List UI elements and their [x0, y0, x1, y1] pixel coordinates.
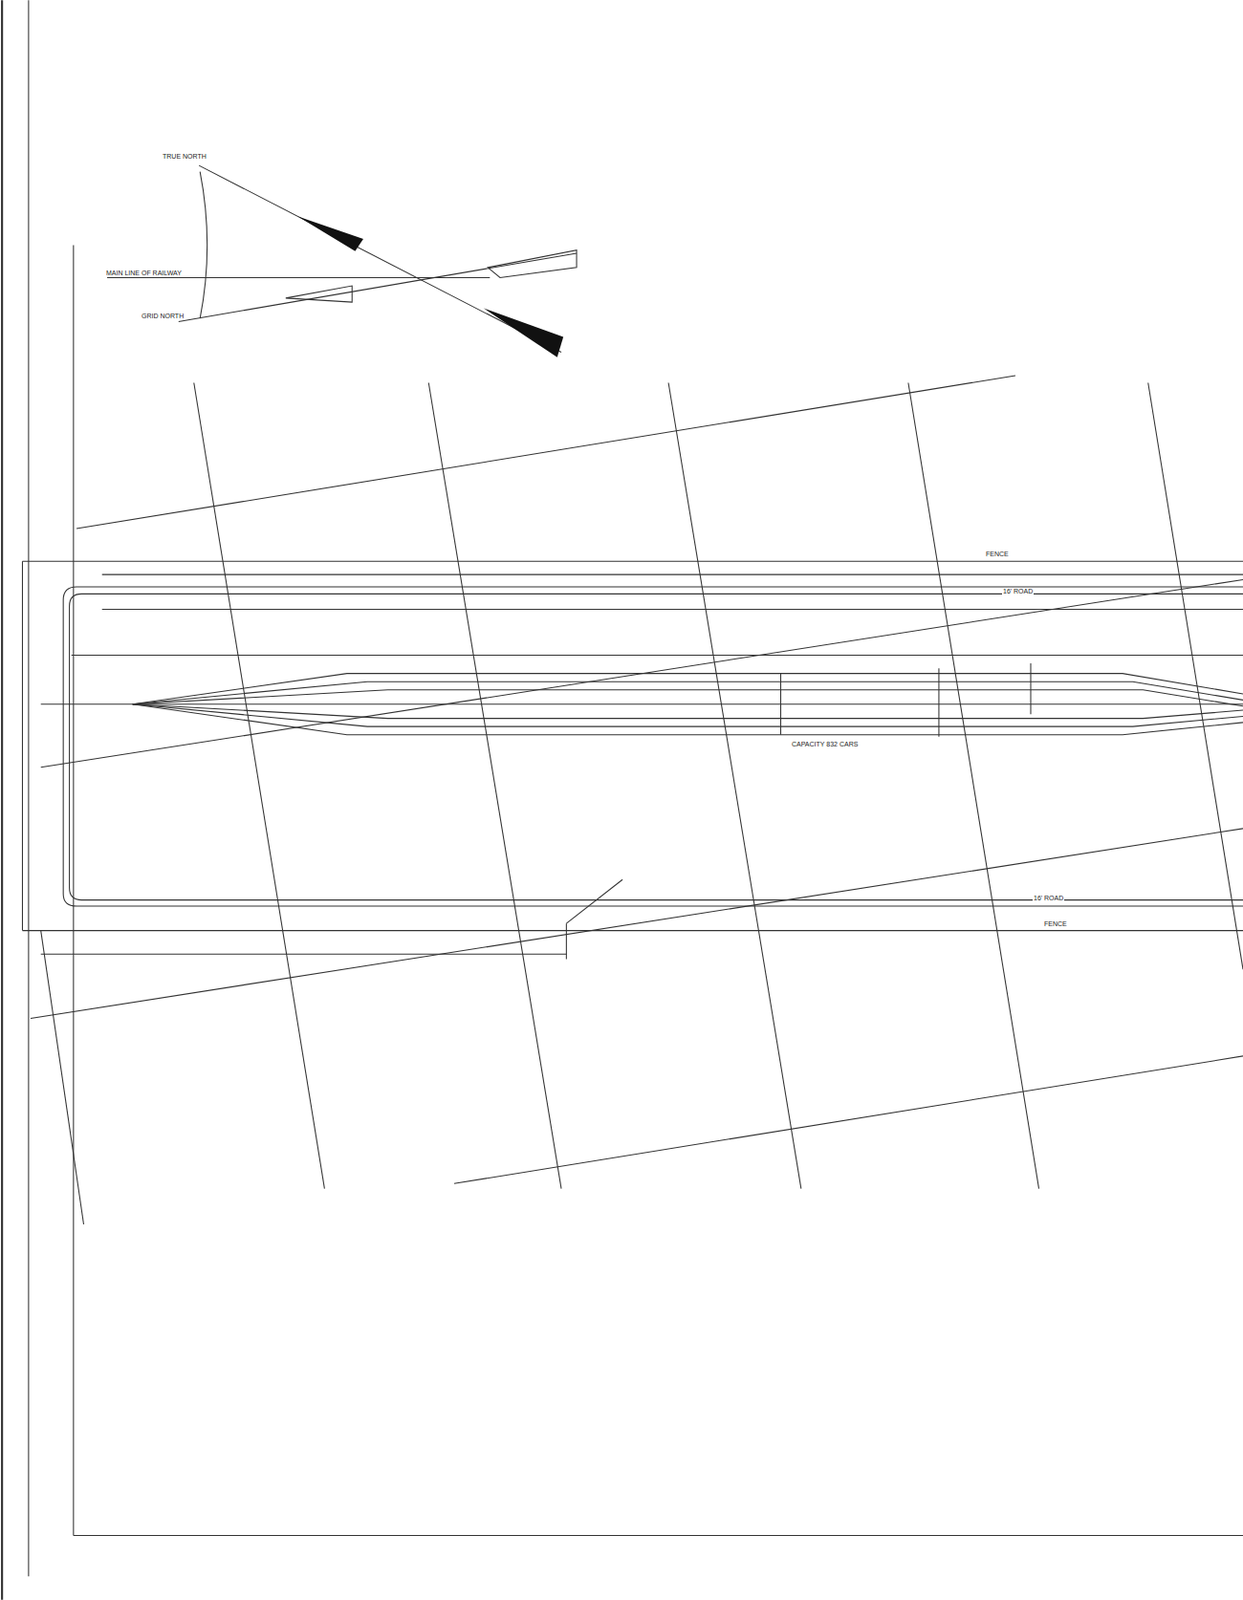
drawing-label: FENCE: [1043, 920, 1069, 929]
drawing-label: 16' ROAD: [1002, 588, 1034, 596]
drawing-label: GRID NORTH: [140, 312, 185, 321]
drawing-label: CAPACITY 832 CARS: [790, 741, 859, 749]
drawing-label: MAIN LINE OF RAILWAY: [105, 269, 183, 278]
drawing-label: TRUE NORTH: [161, 152, 208, 161]
drawing-label: FENCE: [984, 550, 1010, 559]
drawing-label: 16' ROAD: [1032, 894, 1065, 903]
